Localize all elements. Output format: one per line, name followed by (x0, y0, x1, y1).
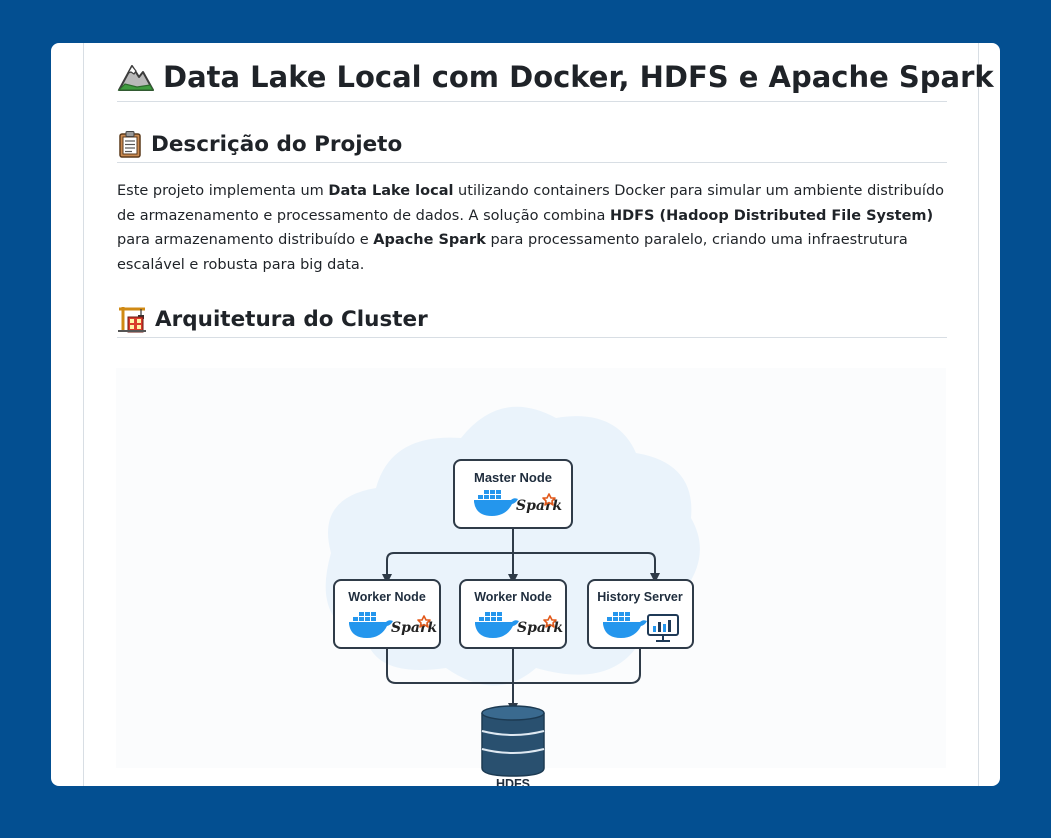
para-part: Este projeto implementa um (117, 183, 329, 199)
dashboard-monitor-icon (647, 614, 679, 642)
hdfs-storage: HDFS (481, 705, 545, 786)
architecture-diagram: Spark Master Node Worker Node (116, 348, 946, 786)
worker-node-2: Worker Node (459, 579, 567, 649)
para-bold: HDFS (Hadoop Distributed File System) (609, 207, 934, 224)
description-paragraph: Este projeto implementa um Data Lake loc… (117, 179, 947, 277)
worker-node-label: Worker Node (474, 590, 552, 604)
page-title: Data Lake Local com Docker, HDFS e Apach… (117, 53, 994, 102)
title-text: Data Lake Local com Docker, HDFS e Apach… (163, 60, 994, 94)
section-heading-architecture: Arquitetura do Cluster (117, 301, 947, 338)
worker-node-1: Worker Node (333, 579, 441, 649)
para-part: para armazenamento distribuído e (117, 232, 374, 248)
history-server-label: History Server (597, 590, 683, 604)
clipboard-icon (117, 130, 143, 158)
history-server-node: History Server (587, 579, 694, 649)
master-node: Master Node (453, 459, 573, 529)
worker-node-label: Worker Node (348, 590, 426, 604)
para-bold: Data Lake local (328, 183, 454, 199)
content-card: Data Lake Local com Docker, HDFS e Apach… (51, 43, 1000, 786)
para-part: para processamento paralelo, criando uma… (117, 232, 908, 273)
master-node-label: Master Node (474, 470, 552, 485)
hdfs-label: HDFS (496, 777, 530, 786)
section-title: Arquitetura do Cluster (155, 306, 428, 332)
para-part: utilizando containers Docker para simula… (117, 183, 945, 224)
building-construction-icon (117, 305, 147, 333)
mountain-icon (117, 61, 155, 93)
para-bold: Apache Spark (373, 232, 486, 248)
section-title: Descrição do Projeto (151, 131, 403, 157)
markdown-document: Data Lake Local com Docker, HDFS e Apach… (83, 43, 994, 786)
section-heading-description: Descrição do Projeto (117, 126, 947, 163)
